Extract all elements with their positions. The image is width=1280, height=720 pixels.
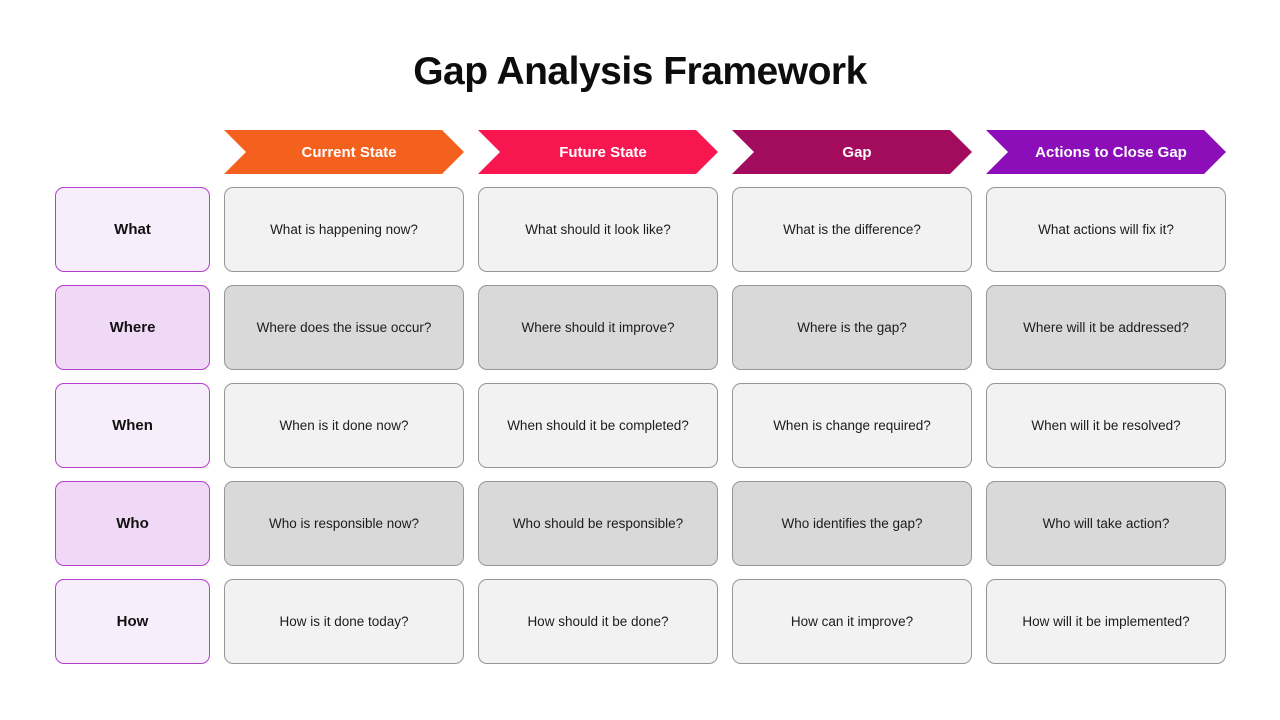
cell-who-gap: Who identifies the gap? bbox=[732, 481, 972, 566]
cell-what-actions: What actions will fix it? bbox=[986, 187, 1226, 272]
cell-where-gap: Where is the gap? bbox=[732, 285, 972, 370]
cell-where-current: Where does the issue occur? bbox=[224, 285, 464, 370]
cell-what-current: What is happening now? bbox=[224, 187, 464, 272]
column-header-label: Actions to Close Gap bbox=[1035, 143, 1187, 161]
row-label-where: Where bbox=[55, 285, 210, 370]
cell-what-gap: What is the difference? bbox=[732, 187, 972, 272]
cell-what-future: What should it look like? bbox=[478, 187, 718, 272]
column-header-current-state: Current State bbox=[224, 130, 464, 174]
column-header-label: Future State bbox=[559, 143, 647, 161]
row-label-when: When bbox=[55, 383, 210, 468]
cell-when-actions: When will it be resolved? bbox=[986, 383, 1226, 468]
row-label-what: What bbox=[55, 187, 210, 272]
gap-analysis-matrix: Current State Future State Gap Actions t… bbox=[55, 130, 1226, 664]
column-header-gap: Gap bbox=[732, 130, 972, 174]
cell-who-current: Who is responsible now? bbox=[224, 481, 464, 566]
cell-how-gap: How can it improve? bbox=[732, 579, 972, 664]
cell-where-future: Where should it improve? bbox=[478, 285, 718, 370]
cell-when-future: When should it be completed? bbox=[478, 383, 718, 468]
column-header-actions: Actions to Close Gap bbox=[986, 130, 1226, 174]
cell-where-actions: Where will it be addressed? bbox=[986, 285, 1226, 370]
cell-how-future: How should it be done? bbox=[478, 579, 718, 664]
cell-how-current: How is it done today? bbox=[224, 579, 464, 664]
cell-when-gap: When is change required? bbox=[732, 383, 972, 468]
page-title: Gap Analysis Framework bbox=[413, 50, 867, 93]
cell-who-future: Who should be responsible? bbox=[478, 481, 718, 566]
column-header-future-state: Future State bbox=[478, 130, 718, 174]
cell-how-actions: How will it be implemented? bbox=[986, 579, 1226, 664]
row-label-who: Who bbox=[55, 481, 210, 566]
column-header-label: Current State bbox=[301, 143, 397, 161]
cell-when-current: When is it done now? bbox=[224, 383, 464, 468]
cell-who-actions: Who will take action? bbox=[986, 481, 1226, 566]
row-label-how: How bbox=[55, 579, 210, 664]
corner-spacer bbox=[55, 130, 210, 174]
column-header-label: Gap bbox=[842, 143, 872, 161]
